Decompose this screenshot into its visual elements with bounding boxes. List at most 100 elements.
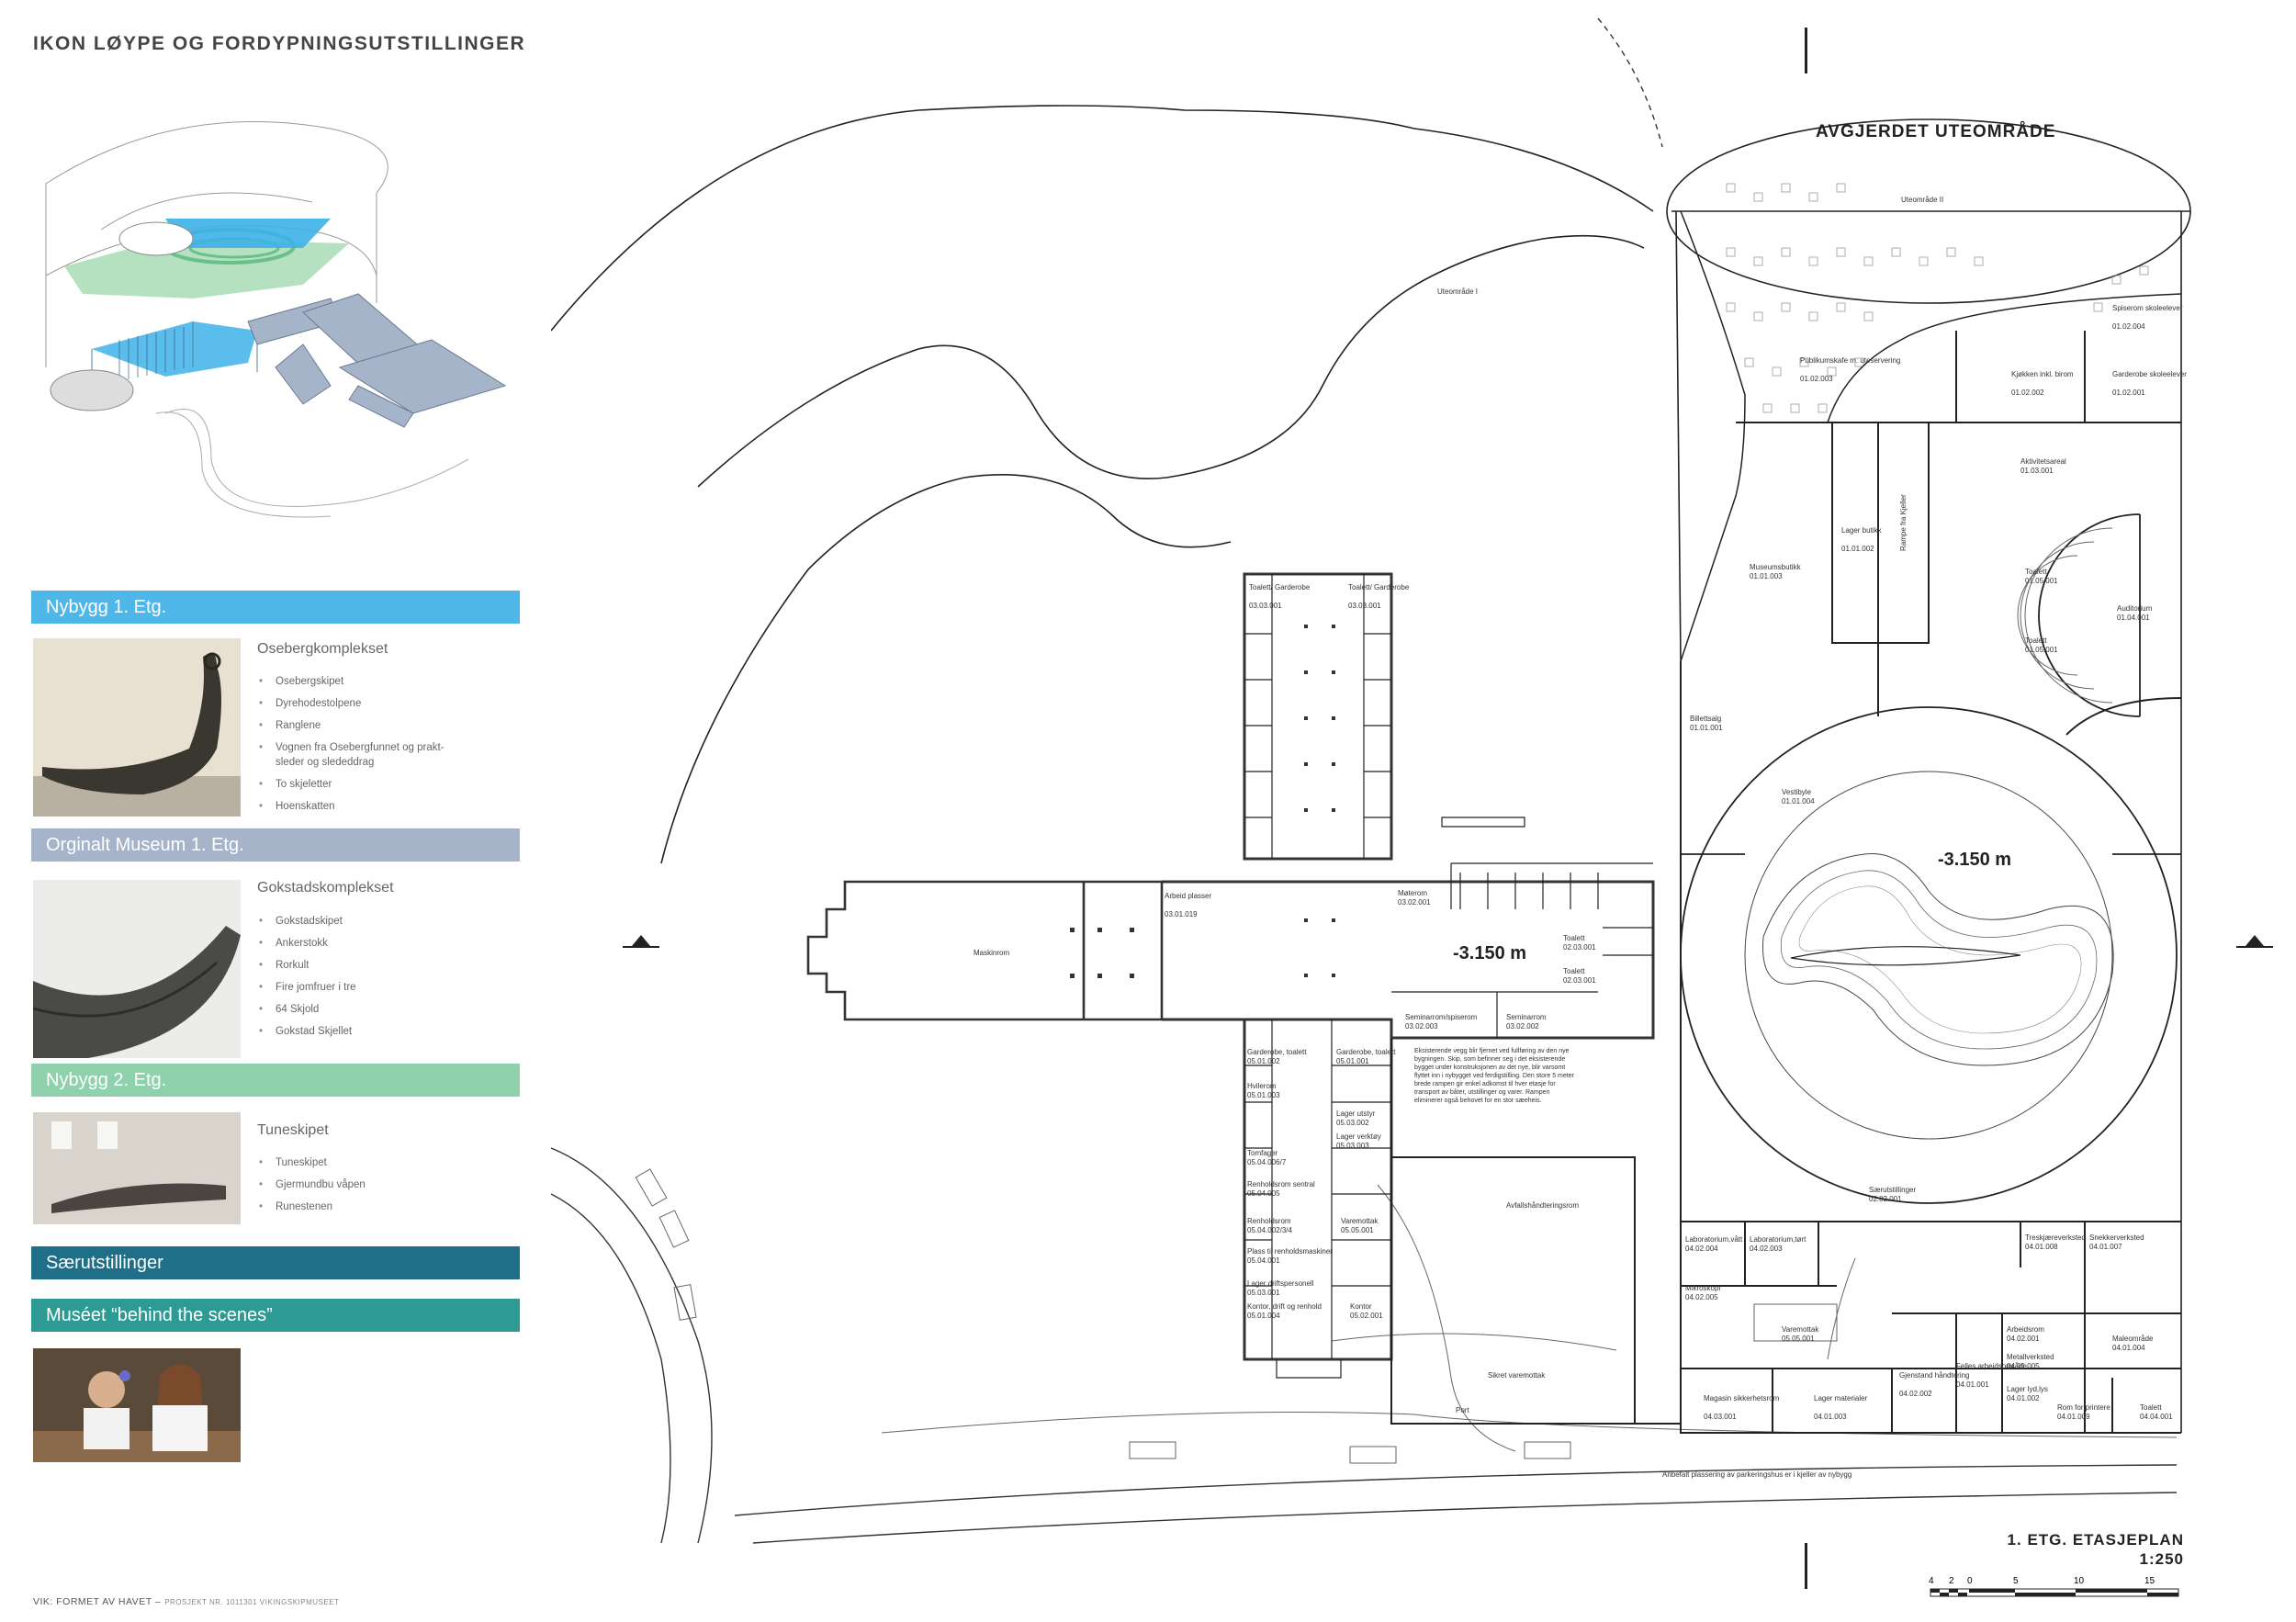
plan-note: Eksisterende vegg blir fjernet ved fullf… [1414, 1048, 1574, 1104]
label-seminarrom1: Seminarrom/spiserom [1405, 1013, 1478, 1021]
label-malerom-code: 04.01.004 [2112, 1344, 2145, 1352]
label-vestibyle: Vestibyle [1782, 788, 1812, 796]
section-heading-gokstad: Gokstadskomplekset [257, 880, 394, 895]
label-garderobe-skole: Garderobe skoleelever [2112, 370, 2187, 378]
plan-title: 1. ETG. ETASJEPLAN 1:250 [2008, 1530, 2184, 1569]
label-uteomrade2: Uteområde II [1901, 196, 1943, 204]
photo-gokstadskipet [33, 880, 241, 1058]
label-garderobe-toalett2: Garderobe, toalett [1247, 1048, 1307, 1056]
label-billettsalg-code: 01.01.001 [1690, 724, 1723, 732]
label-auditorium: Auditorium [2117, 604, 2153, 613]
label-varemottak-code: 05.05.001 [1782, 1335, 1815, 1343]
label-toalett-02b: Toalett [1563, 967, 1585, 975]
label-maskinrom: Maskinrom [974, 949, 1009, 957]
plan-title-line1: 1. ETG. ETASJEPLAN [2007, 1531, 2184, 1549]
footer-sub: PROSJEKT NR. 1011301 VIKINGSKIPMUSEET [164, 1598, 340, 1606]
outdoor-area-title: AVGJERDET UTEOMRÅDE [1816, 122, 2056, 141]
label-garderobe-toalett2-code: 05.01.002 [1247, 1057, 1280, 1065]
label-hvilerom-code: 05.01.003 [1247, 1091, 1280, 1099]
list-item: Hoenskatten [257, 799, 444, 814]
label-aktivitet: Aktivitetsareal [2020, 457, 2066, 466]
band-orginalt-museum: Orginalt Museum 1. Etg. [31, 828, 520, 862]
lower-wing [1390, 1038, 2181, 1433]
label-kontor-code: 05.02.001 [1350, 1312, 1383, 1320]
label-lager-lys: Lager lyd,lys [2007, 1385, 2048, 1393]
footer-main: VIK: FORMET AV HAVET – [33, 1596, 162, 1607]
label-snekker-code: 04.01.007 [2089, 1243, 2122, 1251]
list-item: Gokstad Skjellet [257, 1024, 356, 1039]
list-item: Gjermundbu våpen [257, 1177, 366, 1192]
label-tomfager: Tomfager [1247, 1149, 1278, 1157]
list-item: Ankerstokk [257, 936, 356, 951]
label-seminarrom2: Seminarrom [1506, 1013, 1547, 1021]
label-spiserom-skole: Spiserom skoleelever [2112, 304, 2183, 312]
outdoor-area [1666, 118, 2191, 1433]
maskinrom [806, 880, 1164, 1021]
vestibule [1680, 706, 2181, 1204]
axo-old-museum [247, 293, 507, 428]
label-kjokken-code: 01.02.002 [2011, 389, 2044, 397]
list-item: To skjeletter [257, 777, 444, 792]
label-garderobe-toalett-1: Toalett/ Garderobe [1249, 583, 1311, 591]
label-gjenstand: Gjenstand håndtering [1899, 1371, 1970, 1380]
label-mikro-code: 04.02.005 [1685, 1293, 1718, 1301]
label-lab-vat-code: 04.02.004 [1685, 1245, 1718, 1253]
label-kjokken: Kjøkken inkl. birom [2011, 370, 2074, 378]
label-moterom-code: 03.02.001 [1398, 898, 1431, 907]
axonometric-diagram [45, 121, 507, 518]
label-toalett4: Toalett [2140, 1403, 2162, 1412]
label-lager-mat-code: 04.01.003 [1814, 1413, 1847, 1421]
label-mikro: Mikroskopi [1685, 1284, 1720, 1292]
label-garderobe-toalett-2: Toalett/ Garderobe [1348, 583, 1410, 591]
scale-tick-label: 0 [1967, 1576, 1973, 1586]
label-lager-drift: Lager driftspersonell [1247, 1279, 1314, 1288]
label-rom-printere: Rom for printere [2057, 1403, 2110, 1412]
label-saerutstillinger: Særutstillinger [1869, 1186, 1916, 1194]
label-museumsbutikk: Museumsbutikk [1750, 563, 1802, 571]
building-walls [1680, 331, 2182, 1434]
label-renhold2: Renholdsrom [1247, 1217, 1291, 1225]
list-gokstad: Gokstadskipet Ankerstokk Rorkult Fire jo… [257, 914, 356, 1046]
label-toalett-02b-code: 02.03.001 [1563, 976, 1596, 985]
label-rampe: Rampe fra Kjeller [1899, 494, 1908, 551]
label-arbeidsrom: Arbeidsrom [2007, 1325, 2044, 1334]
list-item: Tuneskipet [257, 1155, 366, 1170]
scale-bar: 4 2 0 5 10 15 [1929, 1576, 2179, 1597]
label-renhold: Renholdsrom sentral [1247, 1180, 1315, 1188]
label-seminarrom2-code: 03.02.002 [1506, 1022, 1539, 1031]
list-item: Fire jomfruer i tre [257, 980, 356, 995]
list-item: Ranglene [257, 718, 444, 733]
scale-tick-label: 4 [1929, 1576, 1934, 1586]
label-malerom: Maleområde [2112, 1335, 2154, 1343]
label-auditorium-code: 01.04.001 [2117, 614, 2150, 622]
page-title: IKON LØYPE OG FORDYPNINGSUTSTILLINGER [33, 33, 526, 54]
label-garderobe2-code: 05.01.001 [1336, 1057, 1369, 1065]
label-arbeid-plasser-code: 03.01.019 [1165, 910, 1198, 918]
label-toalett-02a-code: 02.03.001 [1563, 943, 1596, 952]
photo-osebergskipet [33, 638, 241, 817]
band-saerutstillinger: Særutstillinger [31, 1246, 520, 1279]
label-metall: Metallverksted [2007, 1353, 2054, 1361]
label-magasin-code: 04.03.001 [1704, 1413, 1737, 1421]
scale-tick-label: 10 [2074, 1576, 2085, 1586]
footer: VIK: FORMET AV HAVET –PROSJEKT NR. 10113… [33, 1596, 339, 1607]
label-moterom: Møterom [1398, 889, 1427, 897]
label-lab-tort-code: 04.02.003 [1750, 1245, 1783, 1253]
list-item: Rorkult [257, 958, 356, 973]
label-varemottak2-code: 05.05.001 [1341, 1226, 1374, 1234]
section-heading-tune: Tuneskipet [257, 1122, 329, 1138]
label-lager-butikk: Lager butikk [1841, 526, 1883, 535]
label-aktivitet-code: 01.03.001 [2020, 467, 2054, 475]
label-lager-verktoy-code: 05.03.003 [1336, 1142, 1369, 1150]
label-arbeidsrom-code: 04.02.001 [2007, 1335, 2040, 1343]
label-anbefalt: Anbefalt plassering av parkeringshus er … [1662, 1470, 1851, 1479]
label-renhold-code: 05.04.005 [1247, 1189, 1280, 1198]
label-vestibyle-code: 01.01.004 [1782, 797, 1815, 805]
label-lager-mat: Lager materialer [1814, 1394, 1868, 1402]
label-rom-printere-code: 04.01.009 [2057, 1413, 2090, 1421]
label-lager-verktoy: Lager verktøy [1336, 1132, 1381, 1141]
label-spiserom-skole-code: 01.02.004 [2112, 322, 2145, 331]
label-arbeid-plasser: Arbeid plasser [1165, 892, 1211, 900]
label-kontor-drift: Kontor, drift og renhold [1247, 1302, 1322, 1311]
label-avfall: Avfallshåndteringsrom [1506, 1201, 1579, 1210]
